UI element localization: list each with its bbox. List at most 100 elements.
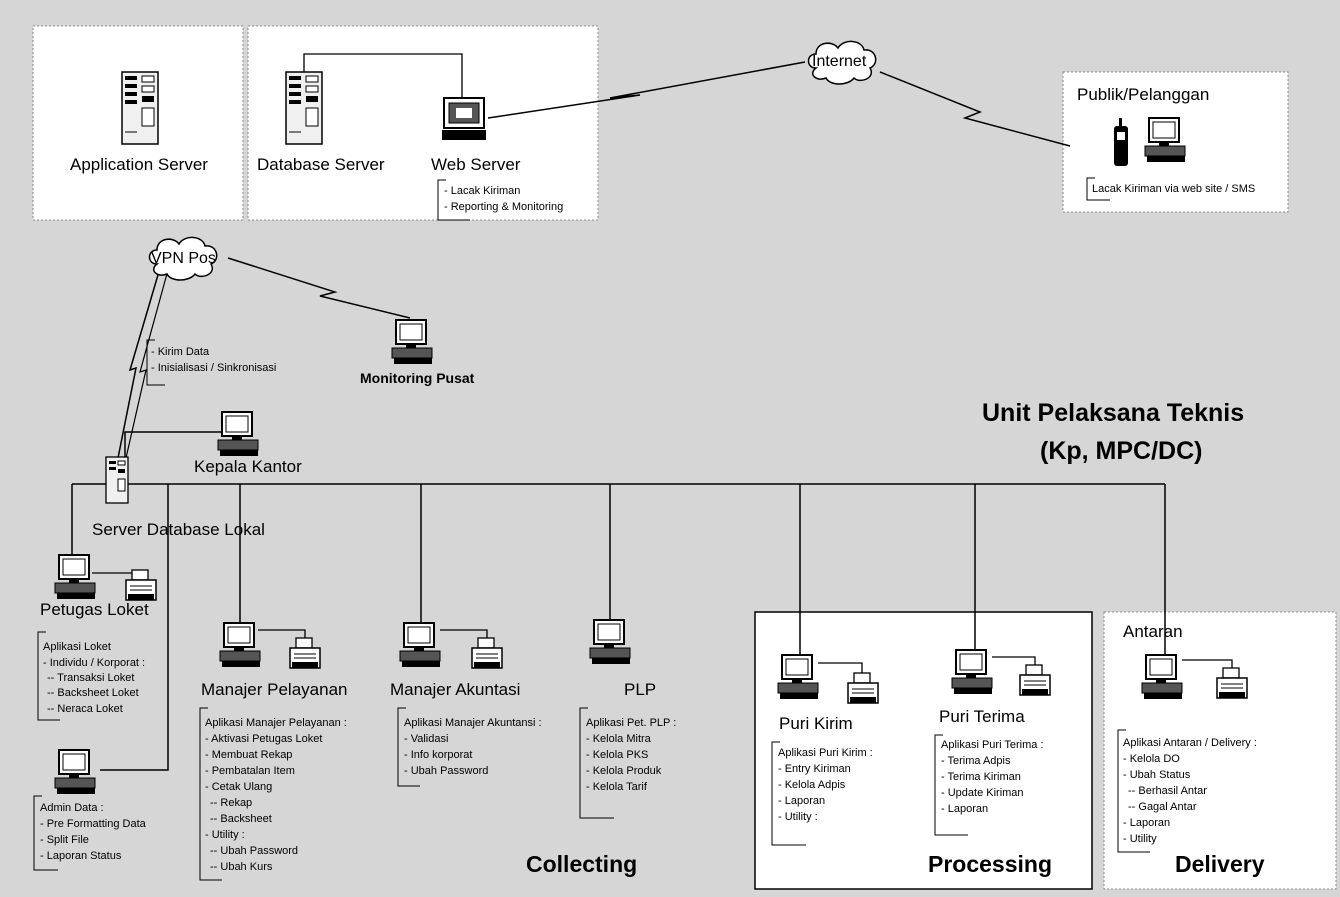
pt-notes-bracket bbox=[934, 734, 968, 836]
conn-mp-printer bbox=[258, 629, 306, 640]
section-delivery: Delivery bbox=[1175, 851, 1265, 877]
internet-web-link bbox=[487, 61, 806, 119]
pt-note: - Terima Adpis bbox=[941, 755, 1011, 767]
web-note: - Lacak Kiriman bbox=[444, 185, 520, 197]
plp-note: - Kelola Produk bbox=[586, 765, 662, 777]
unit-subtitle: (Kp, MPC/DC) bbox=[1040, 437, 1202, 465]
conn-ma-printer bbox=[440, 629, 488, 640]
internet-public-link bbox=[879, 71, 1071, 147]
application-server-icon bbox=[121, 71, 159, 145]
vpn-note: - Inisialisasi / Sinkronisasi bbox=[151, 362, 276, 374]
db-web-link bbox=[303, 53, 463, 100]
kepala-pc-icon bbox=[217, 411, 259, 457]
mp-notes-bracket bbox=[199, 707, 222, 881]
antaran-note: - Kelola DO bbox=[1123, 753, 1180, 765]
antaran-note: -- Berhasil Antar bbox=[1128, 785, 1207, 797]
petugas-notes-bracket bbox=[37, 631, 60, 721]
petugas-note: Aplikasi Loket bbox=[43, 641, 111, 653]
plp-note: Aplikasi Pet. PLP : bbox=[586, 717, 676, 729]
ma-pc-icon bbox=[399, 622, 441, 668]
database-server-label: Database Server bbox=[257, 155, 385, 174]
plp-note: - Kelola Mitra bbox=[586, 733, 652, 745]
manajer-pelayanan-label: Manajer Pelayanan bbox=[201, 680, 347, 699]
section-collecting: Collecting bbox=[526, 851, 637, 877]
mp-note: - Cetak Ulang bbox=[205, 781, 272, 793]
pk-pc-icon bbox=[777, 654, 819, 700]
admin-note: - Laporan Status bbox=[40, 850, 122, 862]
vpn-server-link-2 bbox=[125, 269, 169, 459]
vpn-label: VPN Pos bbox=[151, 250, 216, 267]
admin-note: - Split File bbox=[40, 834, 89, 846]
antaran-note: Aplikasi Antaran / Delivery : bbox=[1123, 737, 1257, 749]
unit-title: Unit Pelaksana Teknis bbox=[982, 399, 1244, 427]
admin-notes-bracket bbox=[33, 795, 58, 871]
pt-note: - Update Kiriman bbox=[941, 787, 1024, 799]
plp-notes-bracket bbox=[579, 707, 614, 819]
plp-note: - Kelola Tarif bbox=[586, 781, 648, 793]
ma-note: - Ubah Password bbox=[404, 765, 488, 777]
antaran-note: - Laporan bbox=[1123, 817, 1170, 829]
petugas-note: -- Backsheet Loket bbox=[47, 687, 139, 699]
mp-note: -- Backsheet bbox=[210, 813, 272, 825]
ma-note: Aplikasi Manajer Akuntansi : bbox=[404, 717, 542, 729]
antaran-label: Antaran bbox=[1123, 622, 1183, 641]
antaran-note: -- Gagal Antar bbox=[1128, 801, 1197, 813]
public-title: Publik/Pelanggan bbox=[1077, 85, 1209, 104]
monitoring-pc-icon bbox=[391, 319, 433, 365]
ma-notes-bracket bbox=[397, 707, 420, 787]
pk-note: - Kelola Adpis bbox=[778, 779, 846, 791]
conn-pk-printer bbox=[818, 662, 863, 676]
conn-pt-printer bbox=[992, 656, 1036, 668]
puri-kirim-label: Puri Kirim bbox=[779, 714, 853, 733]
internet-label: Internet bbox=[812, 53, 867, 70]
public-note-bracket bbox=[1086, 177, 1110, 201]
server-lokal-label: Server Database Lokal bbox=[92, 520, 265, 539]
manajer-akuntasi-label: Manajer Akuntasi bbox=[390, 680, 520, 699]
mp-note: - Membuat Rekap bbox=[205, 749, 292, 761]
admin-note: - Pre Formatting Data bbox=[40, 818, 147, 830]
conn-antaran-printer bbox=[1182, 659, 1233, 670]
petugas-pc-icon bbox=[54, 554, 96, 600]
web-notes-bracket bbox=[437, 179, 470, 221]
mp-note: - Utility : bbox=[205, 829, 245, 841]
pk-note: Aplikasi Puri Kirim : bbox=[778, 747, 873, 759]
mp-note: Aplikasi Manajer Pelayanan : bbox=[205, 717, 347, 729]
delivery-panel bbox=[1103, 611, 1337, 890]
admin-pc-icon bbox=[54, 749, 96, 795]
puri-terima-label: Puri Terima bbox=[939, 707, 1025, 726]
petugas-loket-label: Petugas Loket bbox=[40, 600, 149, 619]
plp-pc-icon bbox=[589, 619, 631, 665]
antaran-pc-icon bbox=[1141, 654, 1183, 700]
mobile-phone-icon bbox=[1114, 118, 1128, 166]
pk-note: - Entry Kiriman bbox=[778, 763, 851, 775]
mp-note: - Pembatalan Item bbox=[205, 765, 295, 777]
public-pc-icon bbox=[1144, 117, 1186, 163]
antaran-note: - Ubah Status bbox=[1123, 769, 1191, 781]
plp-label: PLP bbox=[624, 680, 656, 699]
vpn-server-link bbox=[117, 267, 161, 459]
vpn-note: - Kirim Data bbox=[151, 346, 210, 358]
web-note: - Reporting & Monitoring bbox=[444, 201, 563, 213]
public-note: Lacak Kiriman via web site / SMS bbox=[1092, 183, 1255, 195]
mp-note: - Aktivasi Petugas Loket bbox=[205, 733, 322, 745]
local-server-icon bbox=[105, 456, 129, 504]
ma-note: - Info korporat bbox=[404, 749, 472, 761]
mp-note: -- Rekap bbox=[210, 797, 252, 809]
web-server-label: Web Server bbox=[431, 155, 521, 174]
pt-pc-icon bbox=[951, 649, 993, 695]
plp-note: - Kelola PKS bbox=[586, 749, 648, 761]
pk-note: - Utility : bbox=[778, 811, 818, 823]
vpn-monitoring-link bbox=[227, 257, 411, 319]
pt-note: Aplikasi Puri Terima : bbox=[941, 739, 1044, 751]
petugas-note: -- Transaksi Loket bbox=[47, 672, 134, 684]
mp-note: -- Ubah Password bbox=[210, 845, 298, 857]
section-processing: Processing bbox=[928, 851, 1052, 877]
pk-notes-bracket bbox=[771, 741, 806, 846]
pk-note: - Laporan bbox=[778, 795, 825, 807]
drop-admin bbox=[100, 484, 169, 771]
application-server-label: Application Server bbox=[70, 155, 208, 174]
kepala-kantor-label: Kepala Kantor bbox=[194, 457, 302, 476]
pt-note: - Terima Kiriman bbox=[941, 771, 1021, 783]
antaran-notes-bracket bbox=[1117, 729, 1150, 853]
